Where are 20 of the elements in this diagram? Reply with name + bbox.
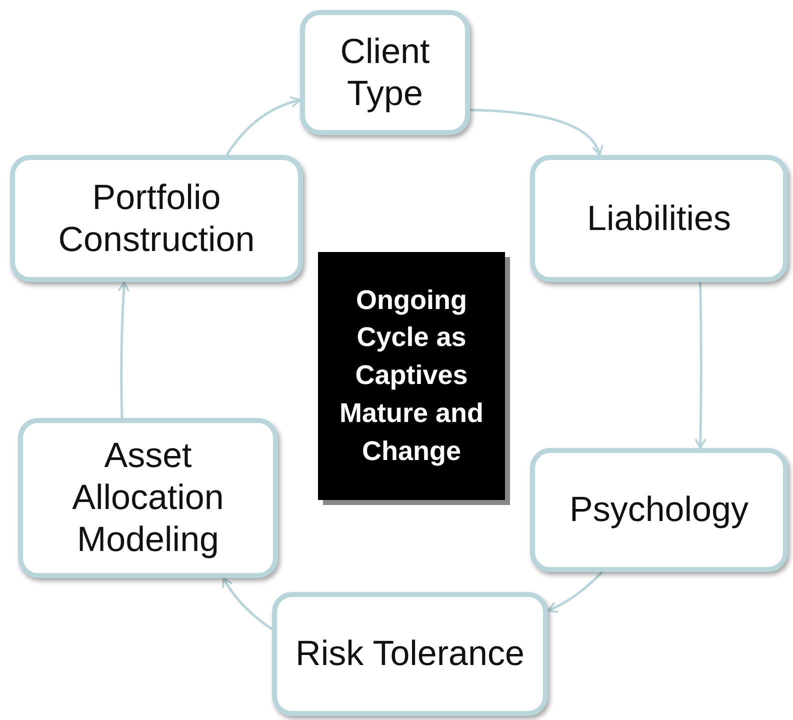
stage-box	[272, 592, 548, 716]
stage-label: Psychology	[570, 489, 748, 531]
center-label-box	[318, 252, 505, 500]
stage-label: Risk Tolerance	[296, 633, 524, 675]
stage-box	[18, 418, 278, 578]
stage-box	[300, 10, 470, 135]
stage-box	[530, 448, 788, 572]
stage-box	[530, 155, 788, 282]
stage-label: Client Type	[339, 30, 431, 114]
stage-label: Ongoing Cycle as Captives Mature and Change	[338, 284, 485, 468]
stage-label: Asset Allocation Modeling	[71, 435, 225, 561]
arrow	[118, 281, 130, 418]
arrow	[547, 571, 604, 613]
arrow	[222, 577, 273, 630]
arrow	[694, 282, 706, 449]
stage-label: Liabilities	[587, 198, 731, 240]
arrow	[470, 108, 602, 156]
stage-box	[10, 155, 303, 282]
arrow	[226, 96, 301, 156]
stage-label: Portfolio Construction	[57, 176, 256, 260]
